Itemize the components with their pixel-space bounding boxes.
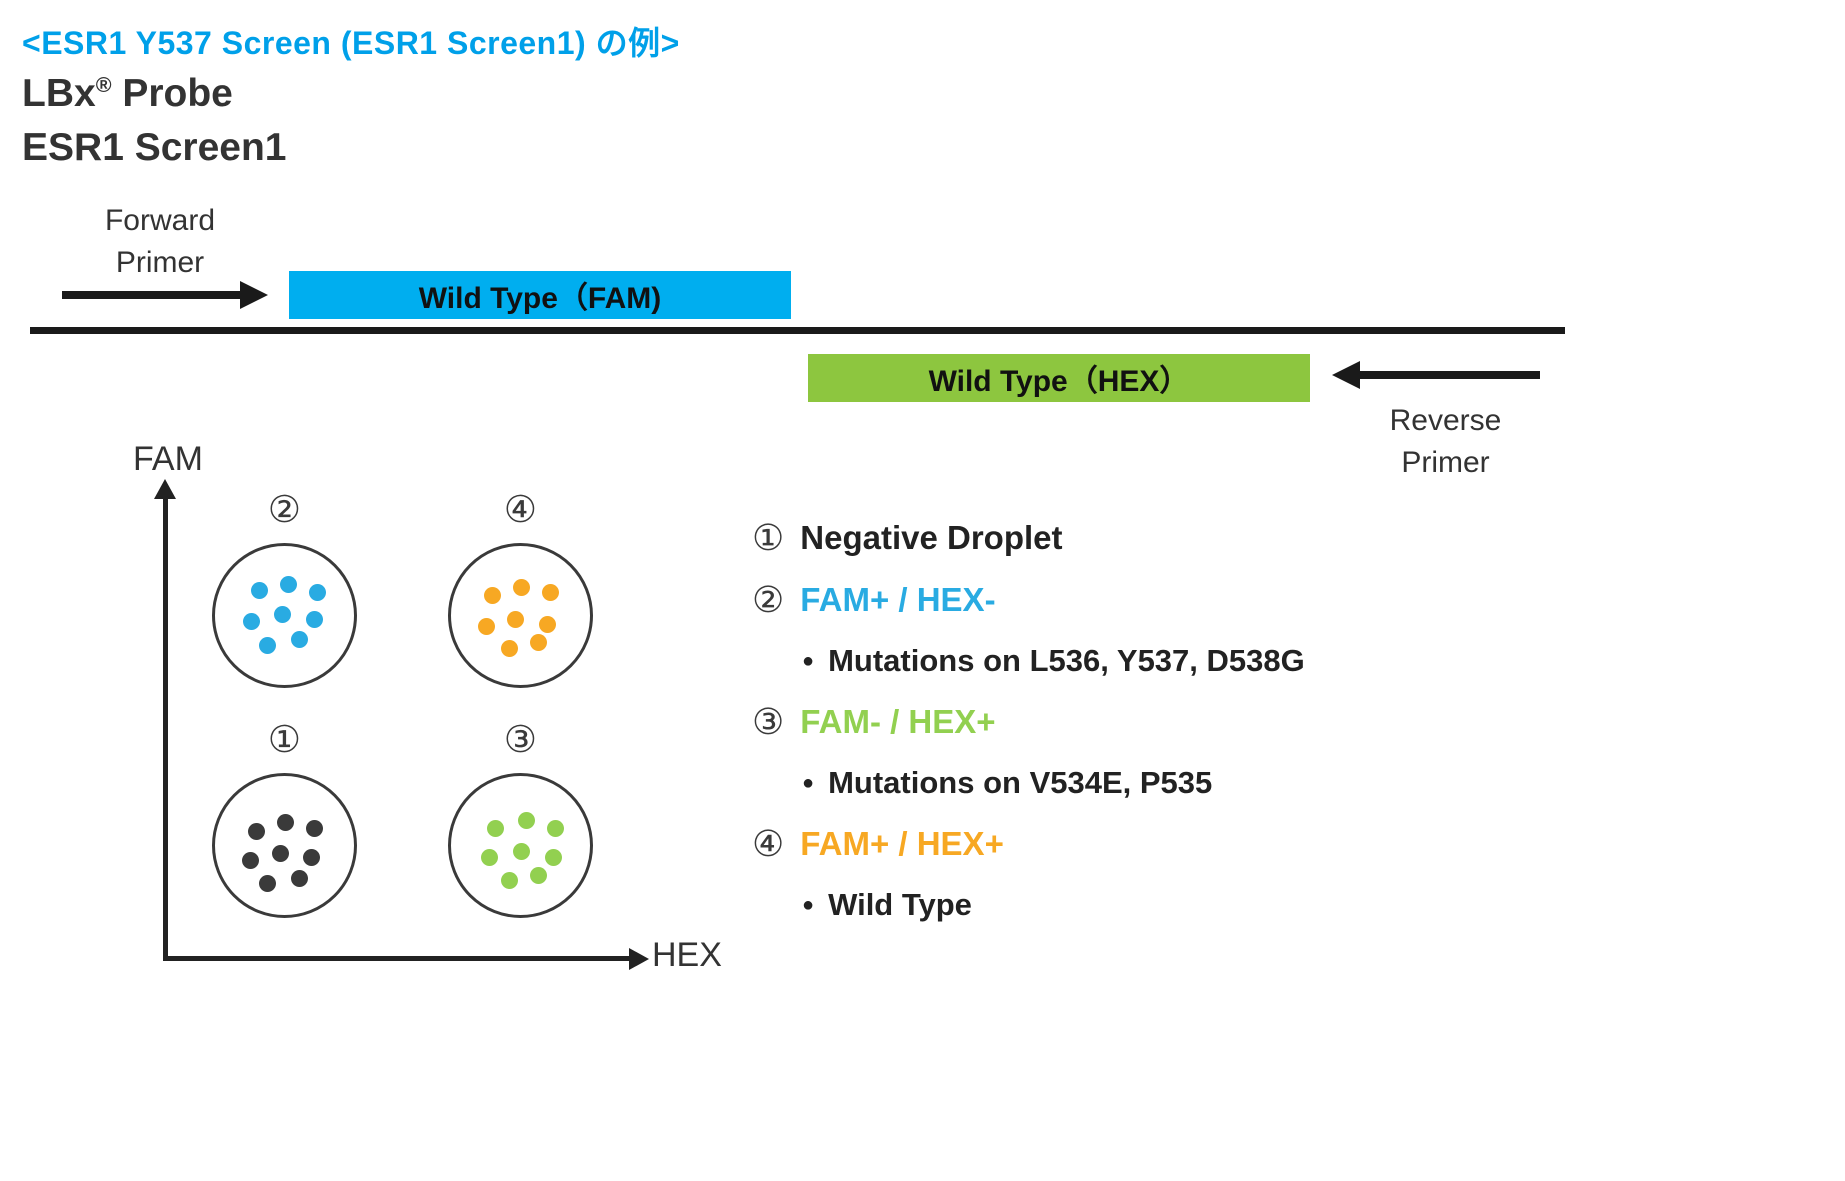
legend-item-negative: ① Negative Droplet <box>752 517 1512 558</box>
legend-item-hex-positive: ③ FAM- / HEX+ <box>752 701 1512 742</box>
forward-arrow-head-icon <box>240 281 268 309</box>
droplet-dot <box>250 581 268 599</box>
legend-label-fam-positive: FAM+ / HEX- <box>800 581 996 618</box>
x-axis-line <box>163 956 631 961</box>
reverse-primer-arrow <box>1332 361 1540 389</box>
product-title: LBx® Probe <box>22 72 233 116</box>
droplet-dot <box>541 584 559 602</box>
droplet-dot <box>241 852 259 870</box>
droplet-dot <box>477 617 495 635</box>
droplet-cluster-hex-positive <box>448 773 593 918</box>
droplet-dot <box>501 639 518 657</box>
cluster-number-2: ② <box>267 489 302 530</box>
droplet-cluster-negative <box>212 773 357 918</box>
legend-sub-text-hex: Mutations on V534E, P535 <box>828 765 1213 800</box>
legend-sub-text-wildtype: Wild Type <box>828 887 972 922</box>
page-title: <ESR1 Y537 Screen (ESR1 Screen1) の例> <box>22 25 680 61</box>
droplet-dot <box>272 844 290 862</box>
legend-label-hex-positive: FAM- / HEX+ <box>800 703 996 740</box>
legend-sub-fam-positive: ● Mutations on L536, Y537, D538G <box>802 642 1512 680</box>
y-axis-arrow-icon <box>154 479 176 499</box>
droplet-dot <box>305 820 323 838</box>
legend-number-1: ① <box>752 517 785 558</box>
droplet-dot <box>243 613 261 631</box>
droplet-dot <box>273 606 291 624</box>
droplet-dot <box>506 610 524 628</box>
droplet-dot <box>547 820 565 838</box>
registered-trademark: ® <box>95 73 112 97</box>
droplet-dot <box>247 823 265 841</box>
droplet-dot <box>291 630 309 648</box>
droplet-cluster-fam-positive <box>212 543 357 688</box>
forward-primer-arrow <box>62 281 268 309</box>
droplet-dot <box>512 578 530 596</box>
droplet-dot <box>480 849 498 867</box>
droplet-dot <box>259 636 277 654</box>
reverse-arrow-head-icon <box>1332 361 1360 389</box>
legend-sub-hex-positive: ● Mutations on V534E, P535 <box>802 764 1512 802</box>
bullet-icon: ● <box>802 893 815 916</box>
legend-label-negative: Negative Droplet <box>800 519 1063 556</box>
forward-primer-label: Forward Primer <box>104 204 216 279</box>
droplet-dot <box>259 875 277 893</box>
x-axis-label: HEX <box>652 936 722 974</box>
droplet-dot <box>544 849 562 867</box>
cluster-number-3: ③ <box>503 719 538 760</box>
legend-sub-text-fam: Mutations on L536, Y537, D538G <box>828 643 1305 678</box>
droplet-dot <box>501 872 518 890</box>
droplet-dot <box>308 584 326 602</box>
brand-name: LBx <box>22 72 96 115</box>
y-axis-label: FAM <box>133 440 203 478</box>
legend-item-fam-positive: ② FAM+ / HEX- <box>752 579 1512 620</box>
droplet-dot <box>305 610 323 628</box>
droplet-dot <box>483 587 501 605</box>
fam-probe-bar: Wild Type（FAM) <box>289 271 791 319</box>
reverse-primer-label: Reverse Primer <box>1389 404 1502 479</box>
reverse-arrow-shaft <box>1360 371 1540 379</box>
legend-item-double-positive: ④ FAM+ / HEX+ <box>752 823 1512 864</box>
droplet-dot <box>518 811 536 829</box>
droplet-dot <box>302 849 320 867</box>
legend-label-double-positive: FAM+ / HEX+ <box>800 825 1004 862</box>
product-name: Probe <box>122 72 233 115</box>
cluster-number-1: ① <box>267 719 302 760</box>
dna-strand-line <box>30 327 1565 334</box>
product-subtitle: ESR1 Screen1 <box>22 126 287 169</box>
legend: ① Negative Droplet ② FAM+ / HEX- ● Mutat… <box>752 517 1512 946</box>
droplet-dot <box>530 866 547 884</box>
cluster-number-4: ④ <box>503 489 538 530</box>
droplet-dot <box>279 575 297 593</box>
droplet-dot <box>538 616 556 634</box>
droplet-cluster-double-positive <box>448 543 593 688</box>
forward-arrow-shaft <box>62 291 240 299</box>
droplet-dot <box>291 869 309 887</box>
droplet-dot <box>530 633 547 651</box>
bullet-icon: ● <box>802 771 815 794</box>
droplet-dot <box>512 843 530 861</box>
x-axis-arrow-icon <box>629 948 649 970</box>
legend-number-2: ② <box>752 579 785 620</box>
droplet-dot <box>276 814 294 832</box>
y-axis-line <box>163 498 168 960</box>
legend-number-4: ④ <box>752 823 785 864</box>
legend-sub-double-positive: ● Wild Type <box>802 886 1512 924</box>
hex-probe-bar: Wild Type（HEX） <box>808 354 1310 402</box>
bullet-icon: ● <box>802 649 815 672</box>
droplet-dot <box>486 820 504 838</box>
legend-number-3: ③ <box>752 701 785 742</box>
